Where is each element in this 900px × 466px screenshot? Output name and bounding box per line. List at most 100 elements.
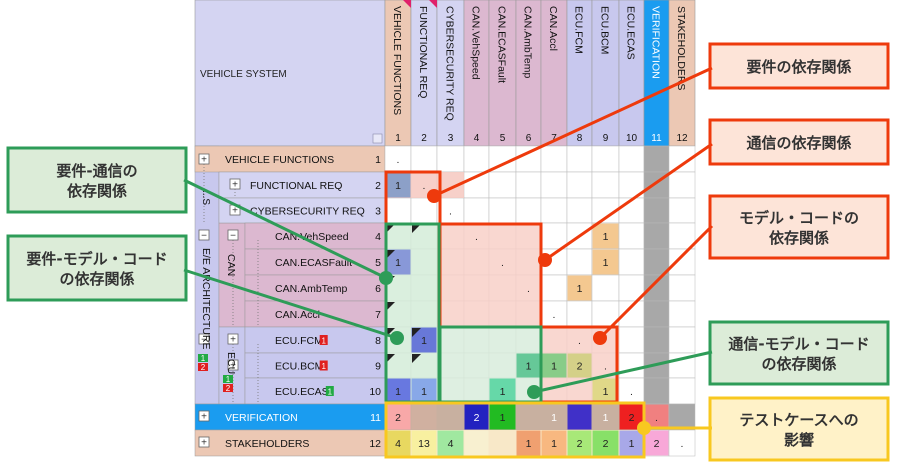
- dependency-cell[interactable]: [619, 430, 644, 456]
- matrix-cell[interactable]: [463, 197, 490, 224]
- matrix-cell[interactable]: [384, 197, 412, 224]
- dependency-cell[interactable]: [592, 404, 619, 430]
- dependency-cell[interactable]: [464, 404, 489, 430]
- dependency-cell[interactable]: [437, 404, 464, 430]
- expand-toggle[interactable]: [198, 333, 210, 345]
- scroll-indicator[interactable]: [372, 133, 383, 144]
- matrix-cell[interactable]: [515, 197, 542, 224]
- matrix-cell[interactable]: [643, 274, 670, 302]
- matrix-cell[interactable]: [668, 171, 696, 199]
- matrix-cell[interactable]: [643, 300, 670, 328]
- column-header[interactable]: [618, 0, 645, 147]
- dependency-cell[interactable]: [592, 249, 619, 275]
- matrix-cell[interactable]: [643, 326, 670, 354]
- dependency-cell[interactable]: [411, 378, 437, 404]
- expand-toggle[interactable]: [198, 410, 210, 422]
- dependency-cell[interactable]: [385, 378, 411, 404]
- indirect-marker-icon: [386, 302, 395, 311]
- dependency-cell[interactable]: [385, 404, 411, 430]
- matrix-cell[interactable]: [618, 145, 645, 173]
- matrix-cell[interactable]: [618, 222, 645, 250]
- dependency-cell[interactable]: [644, 430, 669, 456]
- column-header[interactable]: [566, 0, 593, 147]
- dependency-cell[interactable]: [516, 430, 541, 456]
- matrix-cell[interactable]: [488, 197, 517, 224]
- matrix-cell[interactable]: [668, 222, 696, 250]
- matrix-cell[interactable]: [668, 429, 696, 457]
- dependency-cell[interactable]: [567, 275, 592, 301]
- matrix-cell[interactable]: [643, 145, 670, 173]
- dependency-cell[interactable]: [516, 404, 541, 430]
- matrix-cell[interactable]: [618, 326, 645, 354]
- cell-value: .: [655, 412, 658, 424]
- matrix-cell[interactable]: [618, 197, 645, 224]
- matrix-cell[interactable]: [643, 222, 670, 250]
- matrix-cell[interactable]: [668, 248, 696, 276]
- expand-toggle[interactable]: [198, 436, 210, 448]
- row-header[interactable]: [244, 248, 386, 276]
- dependency-cell[interactable]: [592, 223, 619, 249]
- matrix-cell[interactable]: [566, 300, 593, 328]
- matrix-cell[interactable]: [668, 300, 696, 328]
- matrix-cell[interactable]: [618, 352, 645, 379]
- dependency-cell[interactable]: [541, 430, 567, 456]
- dependency-cell[interactable]: [567, 353, 592, 378]
- dependency-cell[interactable]: [489, 378, 516, 404]
- matrix-cell[interactable]: [436, 145, 465, 173]
- matrix-cell[interactable]: [540, 171, 568, 199]
- row-header[interactable]: [244, 352, 386, 379]
- dependency-cell[interactable]: [592, 378, 619, 404]
- matrix-cell[interactable]: [540, 222, 568, 250]
- matrix-cell[interactable]: [540, 197, 568, 224]
- dependency-cell[interactable]: [464, 430, 489, 456]
- row-header-text: CAN.Accl: [275, 309, 320, 321]
- indirect-marker-icon: [412, 328, 421, 337]
- dependency-cell[interactable]: [411, 430, 437, 456]
- matrix-cell[interactable]: [566, 248, 593, 276]
- matrix-cell[interactable]: [668, 197, 696, 224]
- matrix-cell[interactable]: [591, 145, 620, 173]
- dependency-cell[interactable]: [385, 172, 411, 198]
- matrix-cell[interactable]: [515, 171, 542, 199]
- dependency-cell[interactable]: [541, 404, 567, 430]
- matrix-cell[interactable]: [618, 377, 645, 405]
- row-header-label: ECU.FCM: [275, 335, 323, 347]
- matrix-cell[interactable]: [618, 248, 645, 276]
- matrix-cell[interactable]: [668, 377, 696, 405]
- dependency-cell[interactable]: [567, 404, 592, 430]
- matrix-cell[interactable]: [410, 145, 438, 173]
- dependency-cell[interactable]: [541, 353, 567, 378]
- dependency-cell[interactable]: [592, 430, 619, 456]
- matrix-cell[interactable]: [643, 248, 670, 276]
- dependency-cell[interactable]: [516, 353, 541, 378]
- matrix-cell[interactable]: [643, 377, 670, 405]
- column-header[interactable]: [384, 0, 412, 147]
- matrix-cell[interactable]: [643, 197, 670, 224]
- matrix-cell[interactable]: [668, 274, 696, 302]
- dependency-cell[interactable]: [385, 430, 411, 456]
- row-header[interactable]: [244, 300, 386, 328]
- matrix-cell[interactable]: [488, 171, 517, 199]
- matrix-cell[interactable]: [668, 326, 696, 354]
- dependency-cell[interactable]: [489, 430, 516, 456]
- column-header[interactable]: [668, 0, 696, 147]
- row-header[interactable]: [244, 326, 386, 354]
- expand-toggle[interactable]: [198, 229, 210, 241]
- matrix-cell[interactable]: [566, 197, 593, 224]
- dependency-cell[interactable]: [567, 430, 592, 456]
- matrix-cell[interactable]: [668, 403, 696, 431]
- dependency-cell[interactable]: [489, 404, 516, 430]
- callout-text: 要件の依存関係: [746, 58, 851, 76]
- matrix-cell[interactable]: [591, 274, 620, 302]
- row-header[interactable]: [194, 145, 386, 173]
- column-header[interactable]: [643, 0, 670, 147]
- matrix-cell[interactable]: [540, 145, 568, 173]
- matrix-cell[interactable]: [463, 145, 490, 173]
- row-header[interactable]: [218, 171, 386, 199]
- matrix-cell[interactable]: [591, 171, 620, 199]
- matrix-cell[interactable]: [540, 274, 568, 302]
- dependency-cell[interactable]: [411, 404, 437, 430]
- dependency-cell[interactable]: [437, 430, 464, 456]
- matrix-cell[interactable]: [566, 171, 593, 199]
- matrix-cell[interactable]: [566, 145, 593, 173]
